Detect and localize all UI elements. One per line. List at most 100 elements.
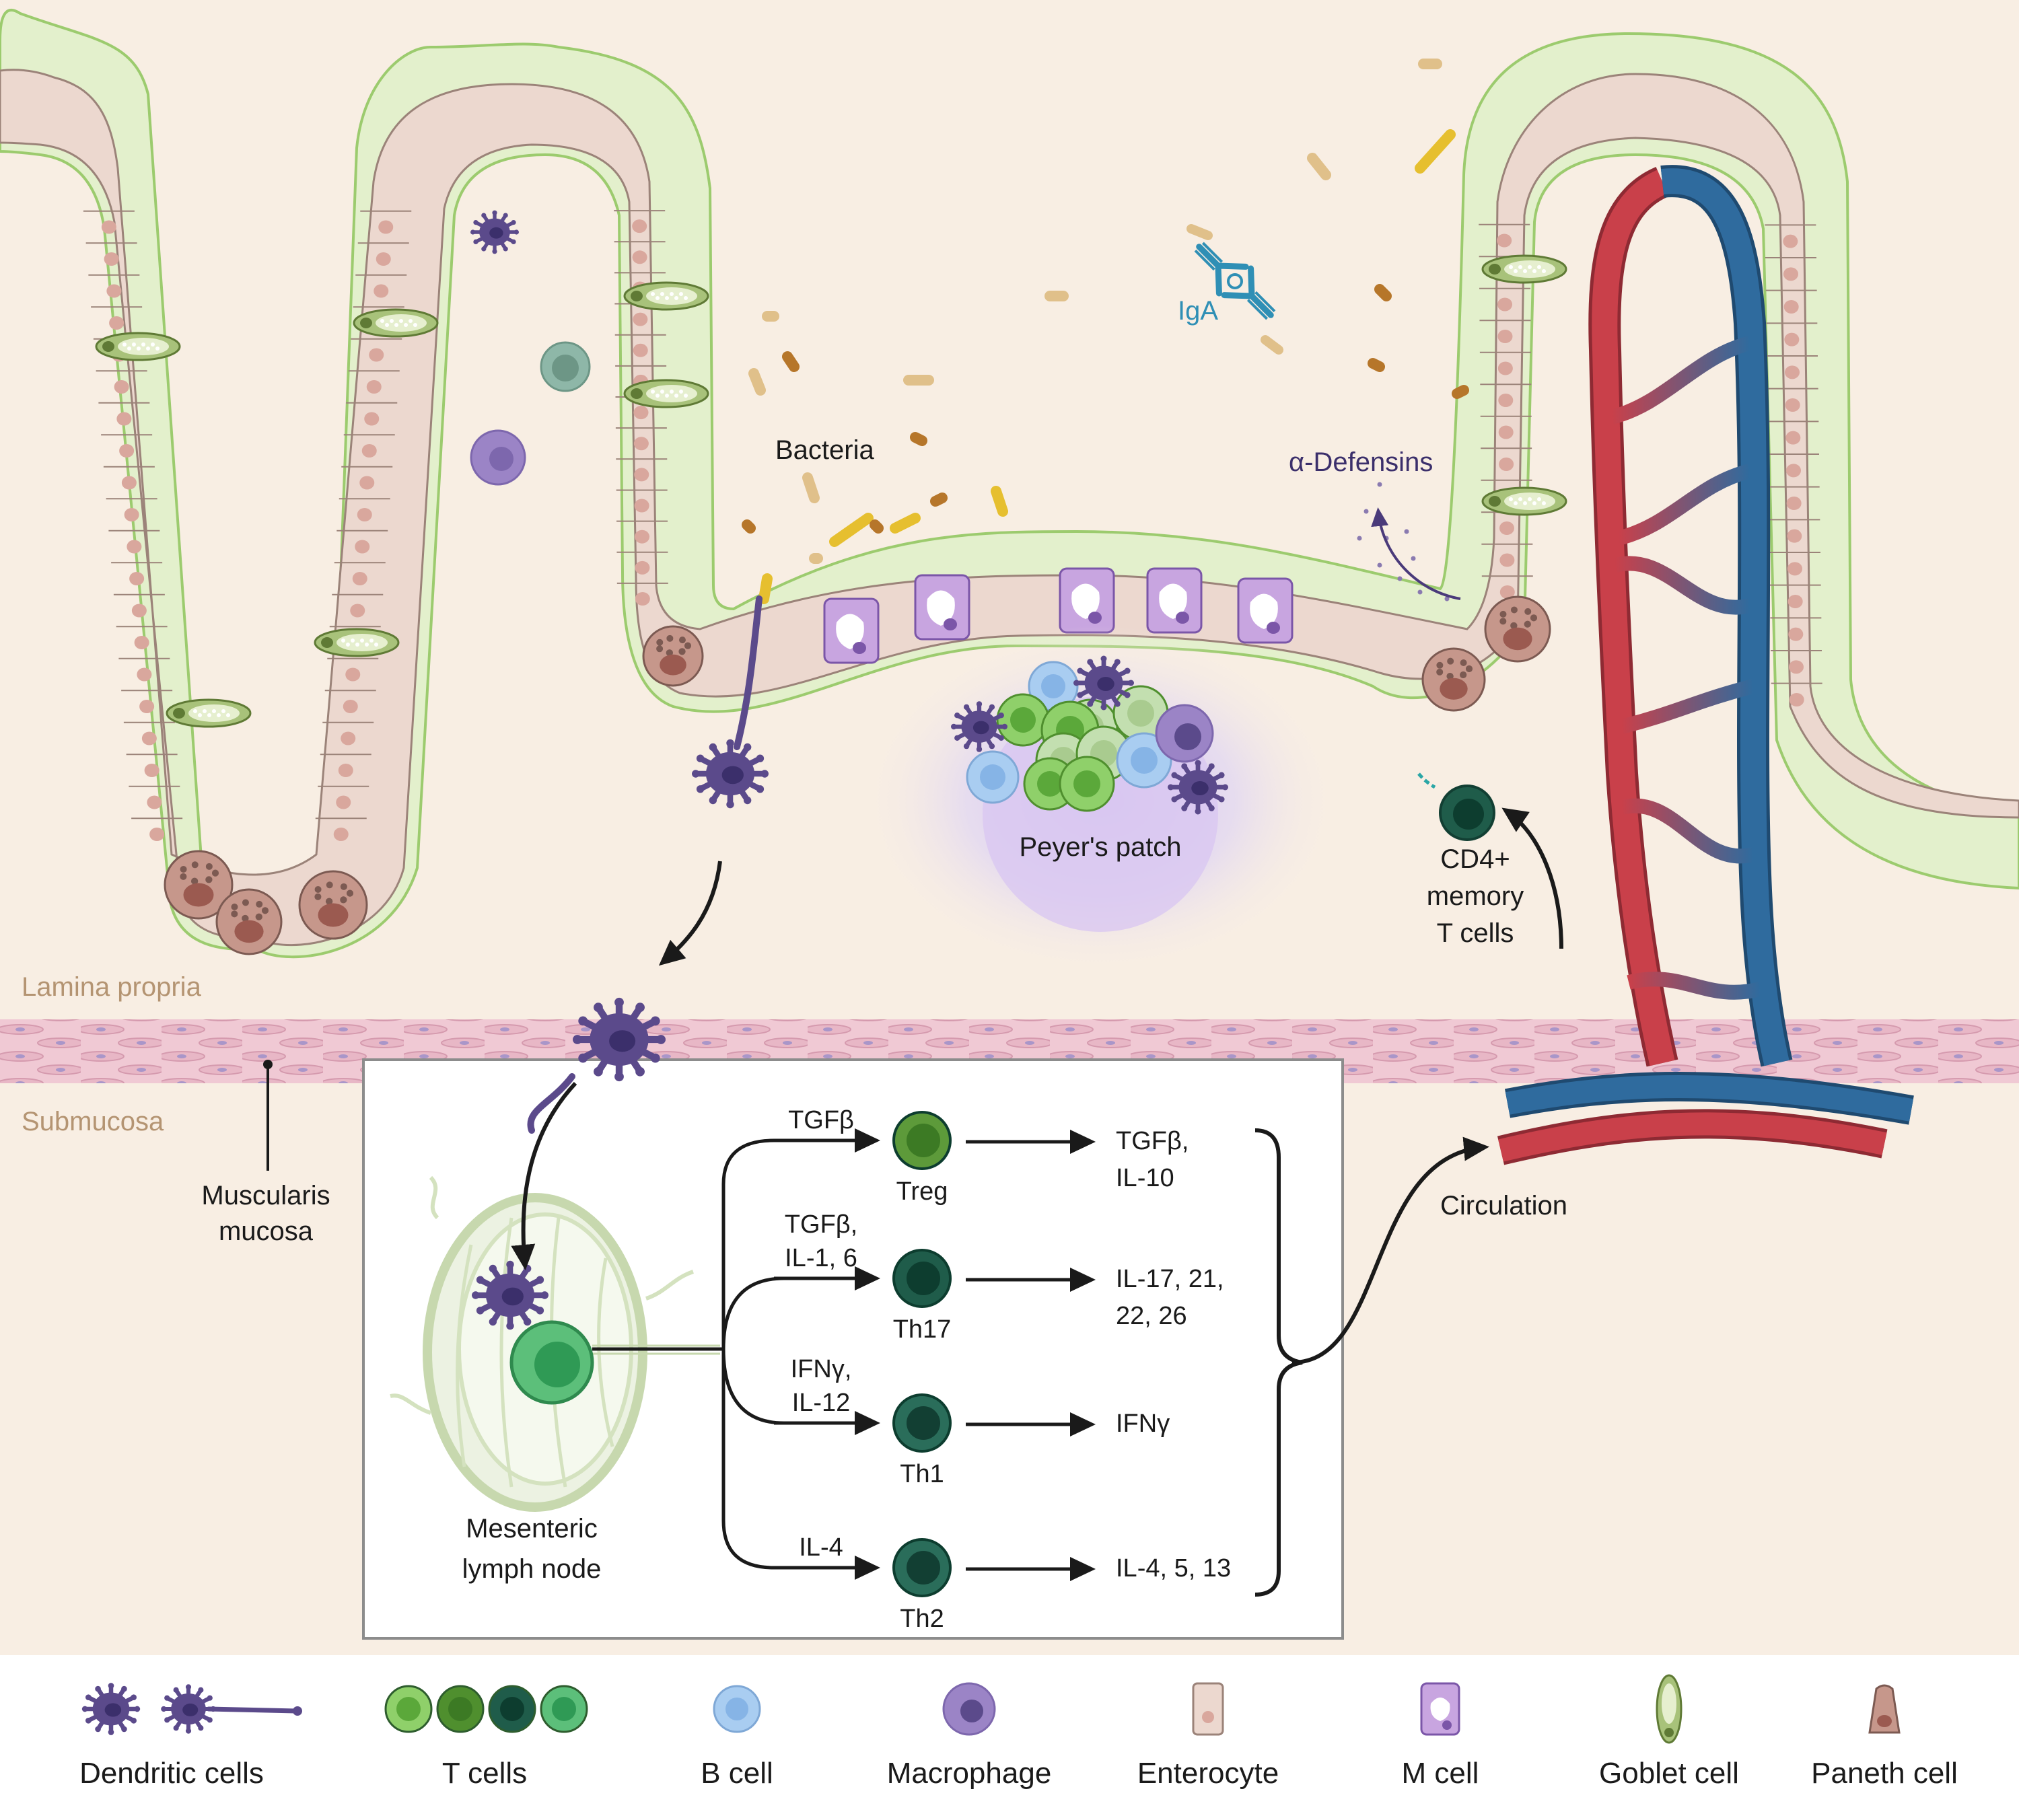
capillary xyxy=(1620,679,1755,734)
enterocyte-nucleus xyxy=(333,828,349,841)
goblet-cell-icon xyxy=(1656,1674,1682,1744)
goblet-cell xyxy=(623,379,709,408)
enterocyte-nucleus xyxy=(350,604,365,618)
cytokine-output: IFNγ xyxy=(1116,1410,1170,1438)
lymph-node-label-line-2: lymph node xyxy=(462,1554,602,1584)
capillary xyxy=(1613,556,1752,615)
afferent-lymphatic xyxy=(645,1270,694,1301)
enterocyte-nucleus xyxy=(361,444,377,458)
macrophage-nucleus xyxy=(489,447,513,471)
bacterium-bound xyxy=(1186,224,1213,240)
peyers-patch-cells xyxy=(951,655,1228,815)
cd4-label-line-2: memory xyxy=(1427,881,1524,911)
legend-label: Macrophage xyxy=(887,1757,1052,1790)
bacterium-bound xyxy=(1261,335,1283,355)
goblet-cell xyxy=(314,628,400,657)
artery xyxy=(1592,170,1675,1066)
enterocyte-nucleus xyxy=(149,828,165,841)
legend-label: Paneth cell xyxy=(1811,1757,1958,1790)
capillary xyxy=(1627,972,1762,1000)
lymph-node-label-line-1: Mesenteric xyxy=(466,1514,598,1543)
submucosa-label: Submucosa xyxy=(22,1107,164,1136)
enterocyte-nucleus xyxy=(104,252,119,266)
goblet-cell xyxy=(1481,254,1567,284)
submucosal-vein xyxy=(1505,1075,1913,1122)
cytokine-input: IFNγ, xyxy=(791,1355,852,1383)
dendrite-sampling-lumen xyxy=(734,595,763,750)
dendritic-cell-migrating xyxy=(573,997,666,1082)
enterocyte-nucleus xyxy=(1497,233,1512,248)
enterocyte-nucleus xyxy=(376,252,391,266)
submucosal-artery xyxy=(1498,1112,1887,1162)
dendritic-cell-peyers xyxy=(1073,655,1134,711)
bacterium xyxy=(1452,385,1469,399)
legend-label: Goblet cell xyxy=(1599,1757,1739,1790)
bacterium xyxy=(930,493,948,507)
blood-vessels xyxy=(1497,165,1914,1165)
macrophage-icon xyxy=(942,1682,996,1736)
tree-branch xyxy=(721,1276,785,1350)
enterocyte-nucleus xyxy=(369,348,384,362)
paneth-cell xyxy=(164,850,234,920)
enterocyte-nucleus xyxy=(1499,521,1514,535)
cytokine-output: IL-4, 5, 13 xyxy=(1116,1554,1231,1582)
bacteria-group xyxy=(742,59,1469,604)
cytokine-output: IL-10 xyxy=(1116,1164,1174,1192)
enterocyte-nucleus xyxy=(134,636,149,649)
enterocyte-nucleus xyxy=(121,476,137,490)
enterocyte-nucleus xyxy=(1497,361,1513,375)
dendritic-cell-legend xyxy=(161,1684,216,1734)
goblet-cell xyxy=(623,281,709,311)
enterocyte-nucleus xyxy=(101,220,116,234)
defensin xyxy=(1444,596,1450,602)
bacterium xyxy=(1307,153,1331,180)
enterocyte-nucleus xyxy=(1497,330,1513,343)
enterocyte-nucleus xyxy=(338,764,353,777)
defensin xyxy=(1377,562,1382,568)
t-cells-icon xyxy=(384,1685,588,1733)
legend-background xyxy=(0,1655,2019,1817)
legend-label: M cell xyxy=(1402,1757,1479,1790)
enterocyte-nucleus xyxy=(1499,585,1515,599)
bacterium xyxy=(802,472,820,503)
muscularis-label-line-1: Muscularis xyxy=(201,1181,330,1210)
legend-item-goblet-cell: Goblet cell xyxy=(1599,1674,1739,1790)
legend-item-enterocyte: Enterocyte xyxy=(1137,1682,1279,1790)
afferent-lymphatic xyxy=(429,1175,439,1220)
enterocyte-nucleus xyxy=(632,219,647,233)
legend-item-t-cells: T cells xyxy=(384,1685,588,1790)
legend-label: T cells xyxy=(442,1757,527,1790)
cytokine-input: TGFβ xyxy=(788,1106,854,1134)
b-cell-nucleus xyxy=(980,764,1005,790)
enterocyte-nucleus xyxy=(366,380,382,394)
enterocyte-nucleus xyxy=(124,508,139,521)
circulation-label: Circulation xyxy=(1440,1191,1567,1221)
enterocyte-nucleus xyxy=(109,316,125,330)
enterocyte-nucleus xyxy=(359,476,375,490)
tree-branch xyxy=(721,1348,785,1425)
m-cell xyxy=(1237,577,1294,644)
enterocyte-nucleus xyxy=(632,250,647,264)
tree-branch xyxy=(721,1138,775,1349)
enterocyte-nucleus xyxy=(1783,234,1798,248)
enterocyte-nucleus xyxy=(119,444,135,458)
th2-nucleus xyxy=(907,1551,940,1585)
enterocyte-nucleus xyxy=(633,312,648,326)
bacterium xyxy=(870,519,884,534)
lymph-node-sinus xyxy=(456,1244,473,1467)
enterocyte-nucleus xyxy=(1498,425,1514,439)
enterocyte-nucleus xyxy=(1789,693,1804,706)
dendritic-cell-villus xyxy=(470,210,519,254)
dendritic-cell-lymph-node xyxy=(472,1260,548,1330)
bacterium xyxy=(1374,284,1392,301)
enterocyte-nucleus xyxy=(1499,553,1515,567)
bacterium xyxy=(1415,129,1456,174)
t-cell-nucleus xyxy=(1037,771,1063,797)
dendritic-cell-legend xyxy=(81,1683,141,1735)
enterocyte-nucleus xyxy=(1498,394,1514,407)
enterocyte-nucleus xyxy=(635,592,650,606)
